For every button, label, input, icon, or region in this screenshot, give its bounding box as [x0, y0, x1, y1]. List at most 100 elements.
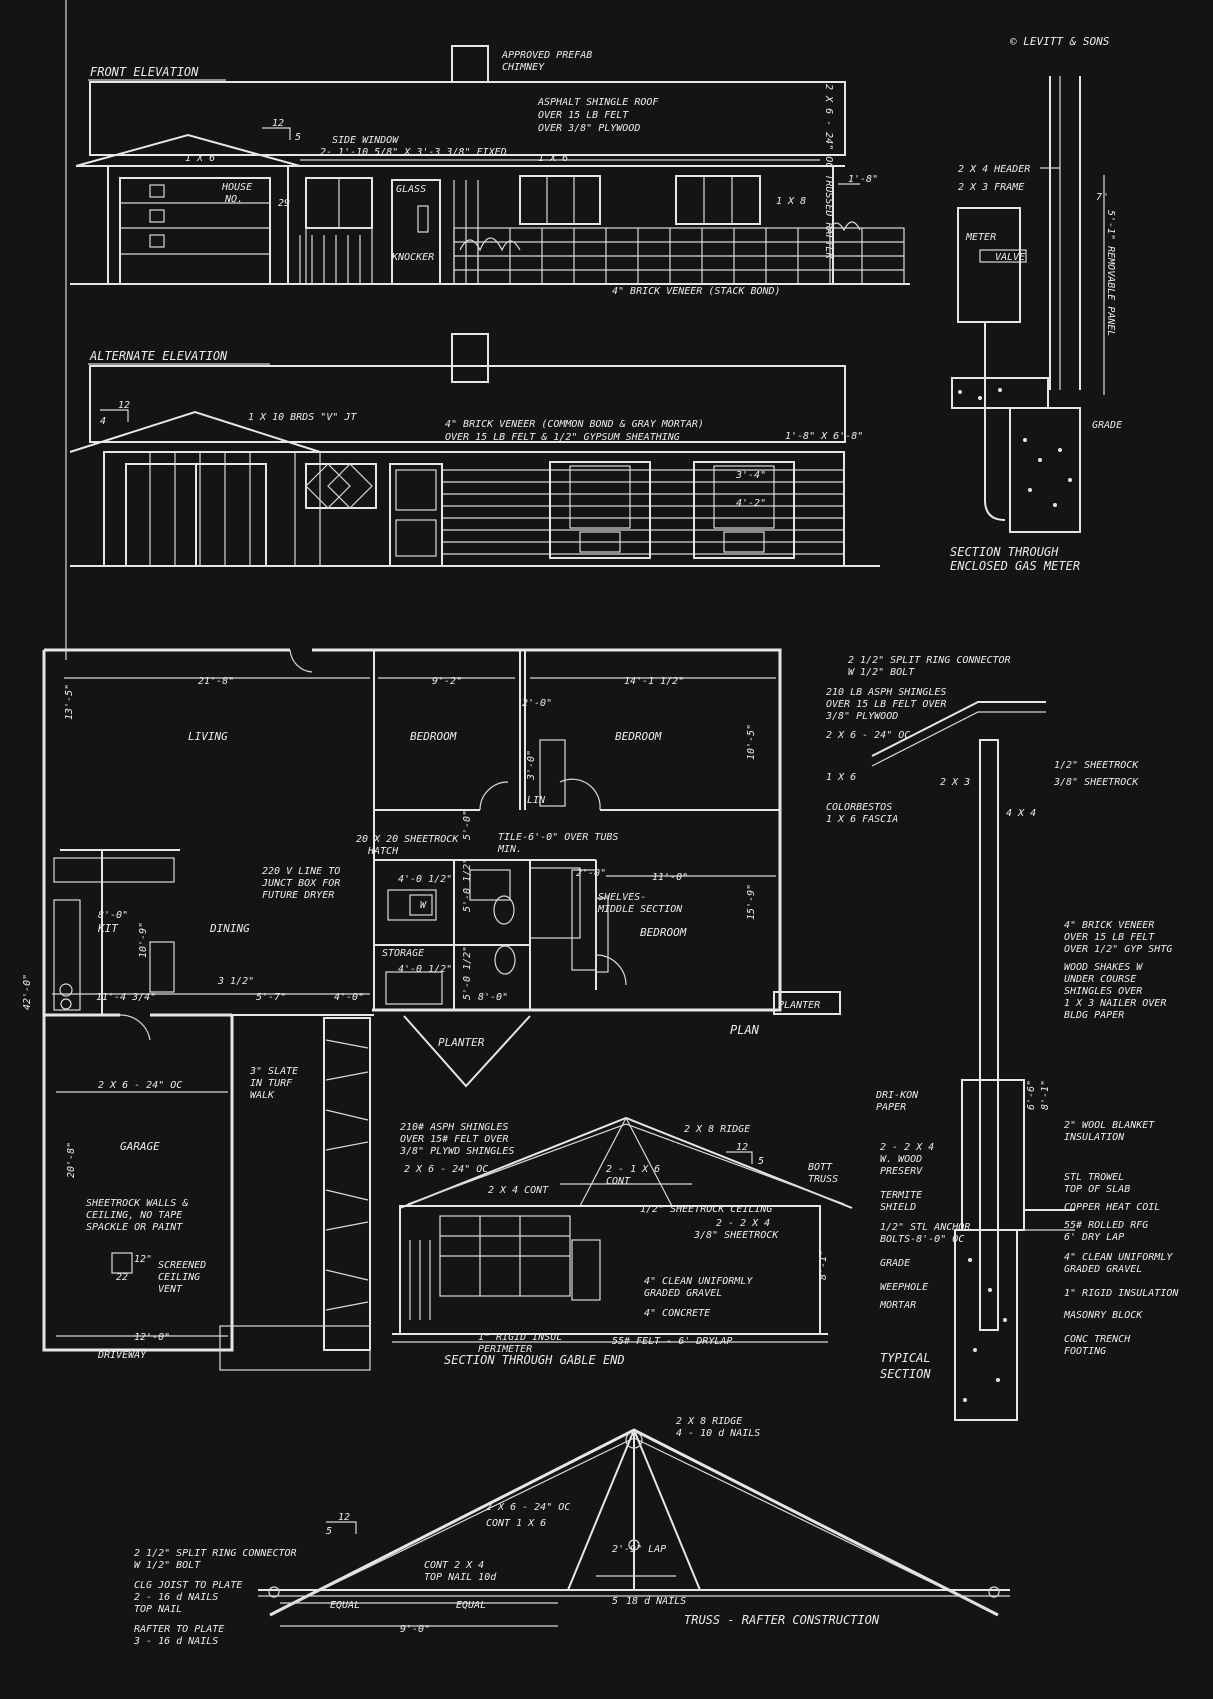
truss-rafter-plate-2: 3 - 16 d NAILS [133, 1636, 218, 1647]
truss-rafters-note: 2 X 6 - 24" OC [486, 1502, 570, 1513]
truss-ridge: 2 X 8 RIDGE [676, 1416, 742, 1427]
meter-box [957, 207, 1021, 323]
room-bedroom-3: BEDROOM [640, 926, 687, 939]
garage-wall [107, 165, 289, 285]
dim-kit-w: 8'-0" [98, 910, 128, 921]
room-dining: DINING [209, 922, 250, 935]
truss-equal-2: EQUAL [456, 1600, 486, 1611]
gable-shingles-2: OVER 15# FELT OVER [400, 1134, 508, 1145]
typ-felt-2: 6' DRY LAP [1064, 1232, 1124, 1243]
trim-note-left: 1 X 6 [185, 153, 215, 164]
dim-dining-4: 4'-0" [334, 992, 364, 1003]
alt-dim-2: 4'-2" [736, 498, 766, 509]
gable-pitch-rise: 5 [758, 1156, 764, 1167]
driveway-label: DRIVEWAY [97, 1350, 147, 1361]
typ-sheetrock-2: 3/8" SHEETROCK [1053, 777, 1139, 788]
meter-footing [1009, 407, 1081, 533]
room-kitchen: KIT [97, 922, 119, 935]
room-bedroom-2: BEDROOM [615, 730, 662, 743]
typ-ring-2: W 1/2" BOLT [848, 667, 915, 678]
gable-section: 210# ASPH SHINGLES OVER 15# FELT OVER 3/… [392, 1116, 853, 1367]
gable-insul: 1" RIGID INSUL [478, 1332, 562, 1343]
truss-construction: 2 X 8 RIDGE 4 - 10 d NAILS 2 X 6 - 24" O… [133, 1416, 1010, 1647]
house-no-label: HOUSE [221, 182, 252, 193]
gable-rafters: 2 X 6 - 24" OC [404, 1164, 488, 1175]
dim-overall: 42'-0" [22, 974, 33, 1010]
front-elevation-title: FRONT ELEVATION [90, 65, 199, 79]
gable-height: 8'-1" [818, 1250, 829, 1280]
dryer-note-3: FUTURE DRYER [262, 890, 334, 901]
dim-bath-1: 4'-0 1/2" [398, 874, 452, 885]
typ-fascia-2: 1 X 6 FASCIA [826, 814, 898, 825]
trim-note-2: 1 X 8 [776, 196, 806, 207]
truss-cont-note: CONT 1 X 6 [486, 1518, 546, 1529]
planter-label-1: PLANTER [438, 1036, 485, 1049]
dim-hall: 5'-0" [462, 810, 473, 840]
floor-plan: LIVING BEDROOM BEDROOM BEDROOM DINING KI… [22, 0, 841, 1371]
typ-termite: TERMITE [880, 1190, 922, 1201]
typ-shakes-5: BLDG PAPER [1064, 1010, 1124, 1021]
vent-note-2: CEILING [158, 1272, 200, 1283]
typ-shingles: 210 LB ASPH SHINGLES [826, 687, 946, 698]
alternate-elevation: ALTERNATE ELEVATION 12 4 1 X 10 BRDS "V"… [69, 333, 880, 567]
typ-shakes-2: UNDER COURSE [1064, 974, 1136, 985]
truss-ring-2: W 1/2" BOLT [134, 1560, 201, 1571]
tile-note-2: MIN. [497, 844, 522, 855]
copyright: © LEVITT & SONS [1010, 35, 1110, 48]
gable-felt: 55# FELT - 6' DRYLAP [612, 1336, 732, 1347]
shelves-note-2: MIDDLE SECTION [597, 904, 683, 915]
truss-ridge-2: 4 - 10 d NAILS [676, 1428, 760, 1439]
typ-trowel: STL TROWEL [1064, 1172, 1124, 1183]
vent-width: 22 [116, 1272, 128, 1283]
typ-termite-2: SHIELD [880, 1202, 916, 1213]
veneer-note: 4" BRICK VENEER (STACK BOND) [612, 286, 781, 297]
garage-gable-alt [69, 410, 321, 453]
dim-living-w: 21'-8" [198, 676, 234, 687]
room-garage: GARAGE [120, 1140, 160, 1153]
vent-note: SCREENED [158, 1260, 206, 1271]
typ-stud: 4 X 4 [1006, 808, 1036, 819]
typ-anchor-2: BOLTS-8'-0" OC [880, 1234, 964, 1245]
truss-cont-2x4: CONT 2 X 4 [424, 1560, 484, 1571]
vent-note-3: VENT [158, 1284, 183, 1295]
typ-anchor: 1/2" STL ANCHOR [880, 1222, 970, 1233]
gable-ridge: 2 X 8 RIDGE [684, 1124, 750, 1135]
typ-gravel: 4" CLEAN UNIFORMLY [1064, 1252, 1173, 1263]
walls-note: SHEETROCK WALLS & [86, 1198, 188, 1209]
dim-bed3-d: 15'-9" [746, 884, 757, 920]
typ-dri: DRI-KON [875, 1090, 919, 1101]
side-window-note: SIDE WINDOW [332, 135, 399, 146]
truss-clg-3: TOP NAIL [134, 1604, 182, 1615]
header-note: 2 X 4 HEADER [958, 164, 1030, 175]
dryer-note: 220 V LINE TO [262, 866, 340, 877]
meter-section-title: SECTION THROUGH [950, 545, 1059, 559]
frame-note: 2 X 3 FRAME [958, 182, 1024, 193]
typ-shakes-3: SHINGLES OVER [1064, 986, 1142, 997]
dim-garage-w: 12'-0" [134, 1332, 170, 1343]
truss-pitch-run: 12 [338, 1512, 350, 1523]
typ-felt: 55# ROLLED RFG [1064, 1220, 1148, 1231]
room-bedroom-1: BEDROOM [410, 730, 457, 743]
overhang-dim: 1'-8" [848, 174, 878, 185]
meter-label: METER [965, 232, 996, 243]
dim-closet-1: 2'-0" [522, 698, 552, 709]
typ-sill-2: W. WOOD [880, 1154, 922, 1165]
front-elevation: FRONT ELEVATION APPROVED PREFAB CHIMNEY … [70, 45, 910, 297]
typ-shingles-2: OVER 15 LB FELT OVER [826, 699, 946, 710]
typ-rafters: 2 X 6 - 24" OC [826, 730, 910, 741]
roof [89, 81, 846, 156]
typ-shingles-3: 3/8" PLYWOOD [825, 711, 898, 722]
stud-wall [979, 739, 999, 1331]
dim-kit-d: 10'-9" [138, 922, 149, 958]
typ-block: MASONRY BLOCK [1063, 1310, 1143, 1321]
typ-wool-2: INSULATION [1064, 1132, 1125, 1143]
meter-section-title-2: ENCLOSED GAS METER [950, 559, 1080, 573]
truss-lap: 2'-9" LAP [612, 1544, 666, 1555]
truss-nail-count: 5 [612, 1596, 618, 1607]
typ-title-2: SECTION [880, 1367, 931, 1381]
typ-plate: 2 X 3 [940, 777, 970, 788]
dim-bed2-d: 10'-5" [746, 724, 757, 760]
typ-veneer: 4" BRICK VENEER [1064, 920, 1154, 931]
